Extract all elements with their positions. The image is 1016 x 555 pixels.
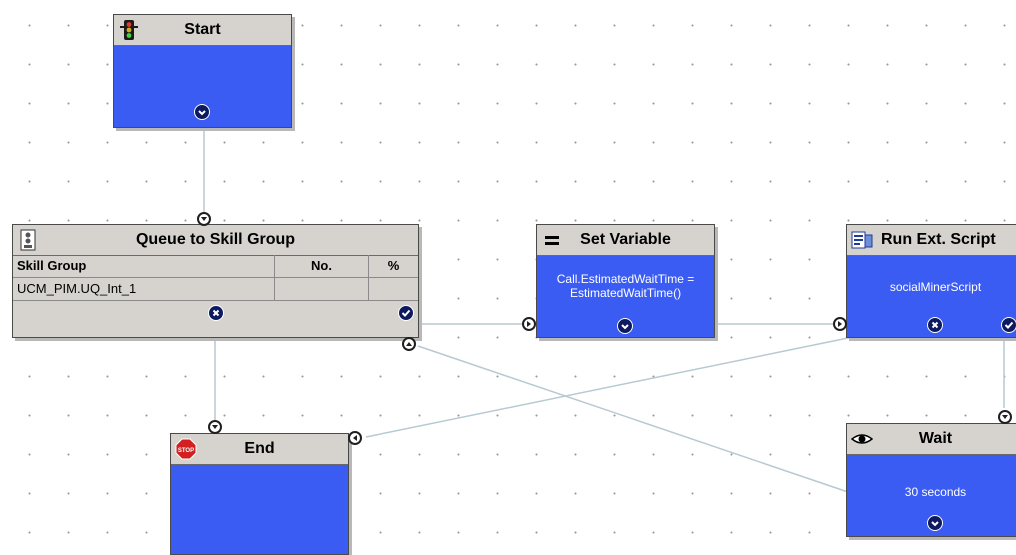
set-variable-node[interactable]: Set Variable Call.EstimatedWaitTime = Es… xyxy=(536,224,715,338)
wait-node[interactable]: Wait 30 seconds xyxy=(846,423,1016,537)
set-variable-exit-icon[interactable] xyxy=(617,318,633,334)
run-script-failure-icon[interactable] xyxy=(927,317,943,333)
column-header-skill-group: Skill Group xyxy=(13,255,275,277)
queue-icon xyxy=(17,229,39,251)
percent-cell[interactable] xyxy=(369,278,418,300)
end-node[interactable]: STOP End xyxy=(170,433,349,555)
end-node-header: STOP End xyxy=(171,434,348,465)
svg-text:STOP: STOP xyxy=(178,448,194,454)
queue-input-connector[interactable] xyxy=(197,212,211,226)
run-script-name: socialMinerScript xyxy=(889,280,982,294)
queue-skill-group-node[interactable]: Queue to Skill Group Skill Group No. % U… xyxy=(12,224,419,338)
column-header-percent: % xyxy=(387,258,400,273)
wait-node-header: Wait xyxy=(847,424,1016,455)
run-ext-script-node[interactable]: Run Ext. Script socialMinerScript xyxy=(846,224,1016,338)
end-node-title: End xyxy=(244,440,275,457)
end-node-body xyxy=(171,465,348,554)
set-variable-node-header: Set Variable xyxy=(537,225,714,256)
stop-sign-icon: STOP xyxy=(175,438,197,460)
wait-node-body: 30 seconds xyxy=(847,455,1016,536)
start-node[interactable]: Start xyxy=(113,14,292,128)
skill-group-cell[interactable]: UCM_PIM.UQ_Int_1 xyxy=(13,278,275,300)
run-script-node-body: socialMinerScript xyxy=(847,256,1016,337)
start-node-title: Start xyxy=(184,21,221,38)
table-header-row: Skill Group No. % xyxy=(13,255,418,278)
failure-exit-icon[interactable] xyxy=(208,305,224,321)
run-script-success-icon[interactable] xyxy=(1001,317,1016,333)
traffic-light-icon xyxy=(118,19,140,41)
set-variable-node-body: Call.EstimatedWaitTime = EstimatedWaitTi… xyxy=(537,256,714,337)
wait-node-title: Wait xyxy=(918,430,953,447)
set-variable-node-title: Set Variable xyxy=(580,231,671,248)
wait-input-connector[interactable] xyxy=(998,410,1012,424)
script-icon xyxy=(851,229,873,251)
queue-node-title: Queue to Skill Group xyxy=(135,231,296,248)
success-exit-icon[interactable] xyxy=(398,305,414,321)
table-row[interactable]: UCM_PIM.UQ_Int_1 xyxy=(13,278,418,301)
run-script-node-header: Run Ext. Script xyxy=(847,225,1016,256)
set-variable-expression-line2: EstimatedWaitTime() xyxy=(569,286,682,300)
eye-icon xyxy=(850,428,874,450)
queue-node-header: Queue to Skill Group xyxy=(13,225,418,256)
run-script-input-connector[interactable] xyxy=(833,317,847,331)
number-cell[interactable] xyxy=(275,278,369,300)
queue-node-footer xyxy=(13,301,418,323)
connection-lines xyxy=(203,127,1005,493)
start-exit-icon[interactable] xyxy=(194,104,210,120)
queue-wait-connector[interactable] xyxy=(402,337,416,351)
start-node-body xyxy=(114,46,291,127)
start-node-header: Start xyxy=(114,15,291,46)
end-side-connector[interactable] xyxy=(348,431,362,445)
equals-icon xyxy=(541,229,563,251)
set-variable-input-connector[interactable] xyxy=(522,317,536,331)
run-script-node-title: Run Ext. Script xyxy=(881,231,996,248)
wait-duration: 30 seconds xyxy=(904,485,967,499)
end-input-connector[interactable] xyxy=(208,420,222,434)
column-header-number: No. xyxy=(275,255,369,277)
set-variable-expression-line1: Call.EstimatedWaitTime = xyxy=(556,272,695,286)
link-queue-wait xyxy=(417,345,849,493)
wait-exit-icon[interactable] xyxy=(927,515,943,531)
link-runscript-end xyxy=(365,337,849,438)
